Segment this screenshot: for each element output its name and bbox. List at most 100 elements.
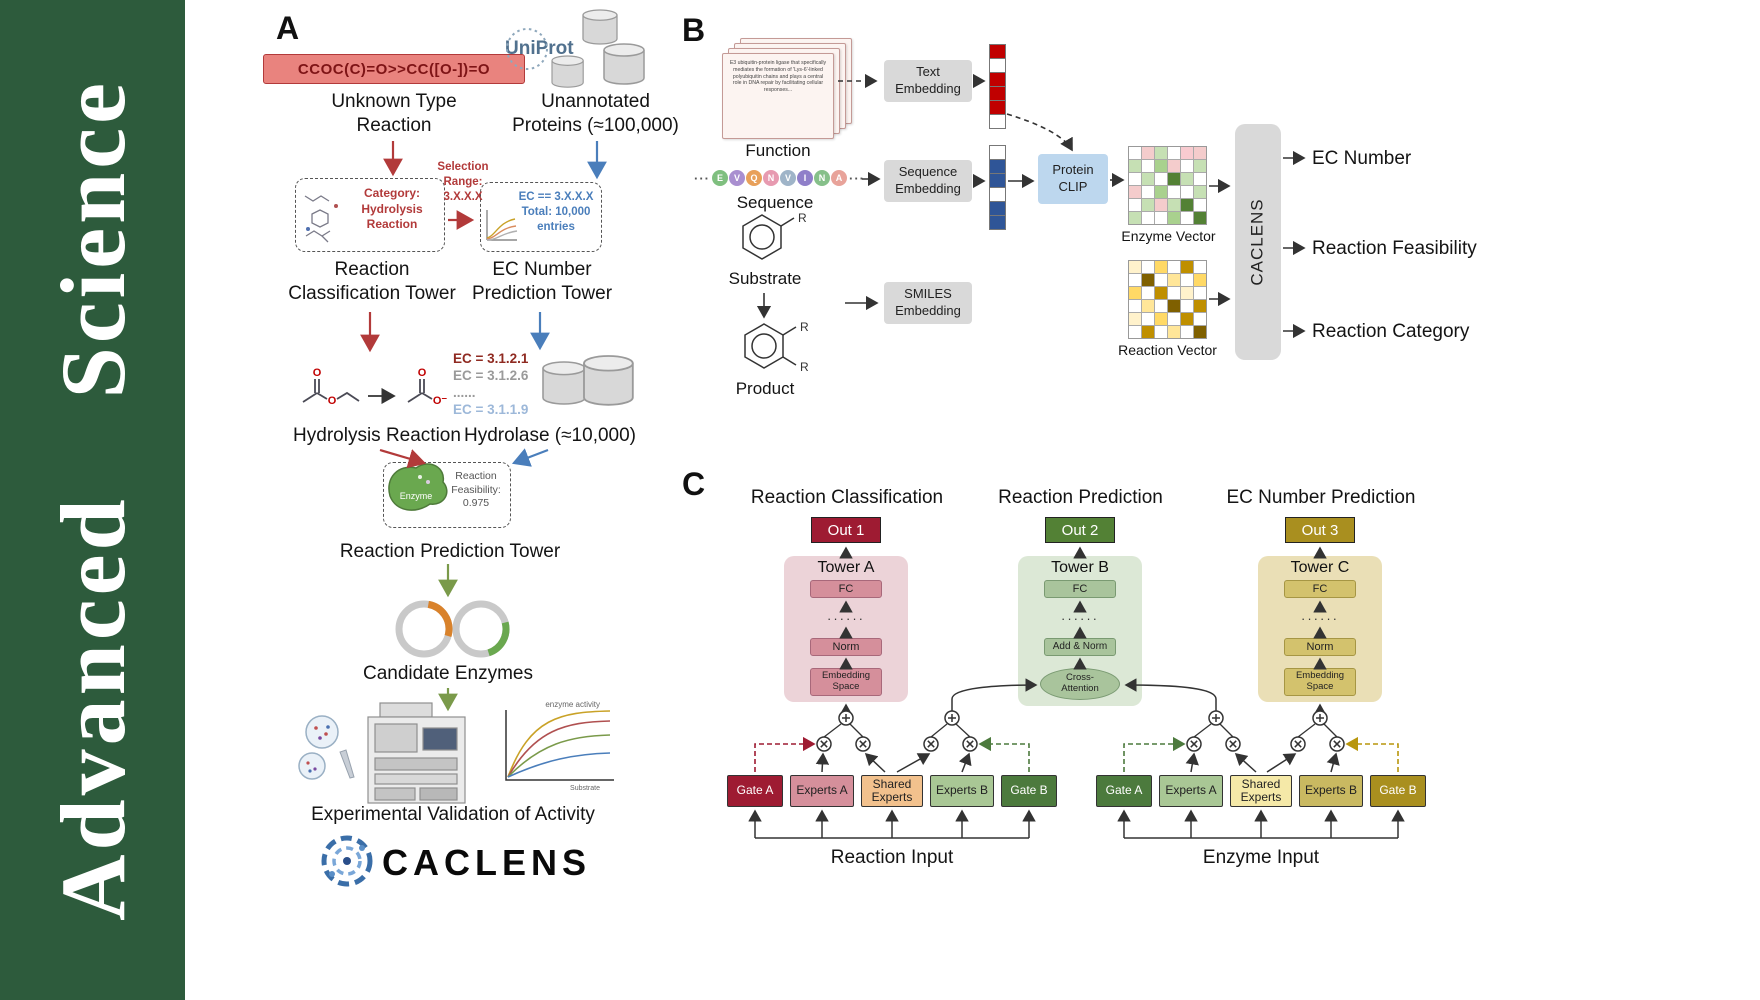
tower-c-title: Tower C xyxy=(1290,559,1350,576)
matrix-cell xyxy=(1194,212,1206,224)
function-card-front: E3 ubiquitin-protein ligase that specifi… xyxy=(722,53,834,139)
plasmid-icons xyxy=(395,600,510,658)
product-molecule xyxy=(744,323,797,369)
journal-band: Advanced Science xyxy=(0,0,185,1000)
matrix-cell xyxy=(1142,261,1154,273)
function-card-text: E3 ubiquitin-protein ligase that specifi… xyxy=(729,60,827,93)
matrix-cell xyxy=(1168,173,1180,185)
matrix-cell xyxy=(1168,199,1180,211)
sum-node xyxy=(1312,710,1328,726)
hplc-instrument-icon xyxy=(367,702,466,804)
matrix-cell xyxy=(1142,274,1154,286)
tower-a-norm-block: Norm xyxy=(810,638,882,656)
matrix-cell xyxy=(1168,313,1180,325)
tower-b-cross-attention-block: Cross- Attention xyxy=(1040,668,1120,700)
sample-dishes-icon xyxy=(298,715,355,780)
moe-box-shared-experts: Shared Experts xyxy=(1230,775,1292,807)
matrix-cell xyxy=(1194,186,1206,198)
enzyme-vector-label: Enzyme Vector xyxy=(1121,228,1216,244)
tower-a-embedding-block: Embedding Space xyxy=(810,668,882,696)
svg-text:O: O xyxy=(418,367,427,379)
tower-b-dots: ······ xyxy=(1061,611,1099,626)
ec-number-list: EC = 3.1.2.1 EC = 3.1.2.6...... EC = 3.1.1… xyxy=(453,350,528,418)
residue-circle: E xyxy=(712,170,728,186)
hydrolysis-reaction-structures: O O O O⁻ xyxy=(302,367,448,407)
caclens-logo-text: CACLENS xyxy=(382,842,592,883)
product-node xyxy=(855,736,871,752)
matrix-cell xyxy=(1181,212,1193,224)
matrix-cell xyxy=(1129,212,1141,224)
reaction-input-label: Reaction Input xyxy=(830,847,954,868)
matrix-cell xyxy=(1181,199,1193,211)
ec-entry: EC = 3.1.2.1 xyxy=(453,351,529,366)
matrix-cell xyxy=(1181,313,1193,325)
matrix-cell xyxy=(1168,160,1180,172)
panel-c-label: C xyxy=(682,466,706,502)
svg-text:O⁻: O⁻ xyxy=(433,395,448,407)
substrate-label: Substrate xyxy=(728,269,802,288)
ec-entry: ...... xyxy=(453,385,476,400)
vector-cell xyxy=(990,45,1005,58)
output-ec-number: EC Number xyxy=(1312,148,1412,169)
svg-text:O: O xyxy=(313,367,322,379)
sum-node xyxy=(838,710,854,726)
matrix-cell xyxy=(1194,300,1206,312)
tower-a-fc-block: FC xyxy=(810,580,882,598)
matrix-cell xyxy=(1181,274,1193,286)
gate-routes xyxy=(754,736,1399,772)
panel-a-label: A xyxy=(276,10,300,46)
caclens-module-box: CACLENS xyxy=(1235,124,1281,360)
matrix-cell xyxy=(1181,261,1193,273)
text-embedding-box: Text Embedding xyxy=(884,60,972,102)
matrix-cell xyxy=(1142,186,1154,198)
matrix-cell xyxy=(1194,274,1206,286)
vector-cell xyxy=(990,101,1005,114)
reaction-vector-matrix xyxy=(1128,260,1207,339)
hydrolase-label: Hydrolase (≈10,000) xyxy=(463,425,636,446)
tower-a-dots: ······ xyxy=(827,611,865,626)
ec-entry: EC = 3.1.1.9 xyxy=(453,402,529,417)
uniprot-logo: UniProt xyxy=(505,38,574,59)
matrix-cell xyxy=(1181,186,1193,198)
smiles-reaction-box: CCOC(C)=O>>CC([O-])=O xyxy=(263,54,525,84)
ec-entry: EC = 3.1.2.6 xyxy=(453,368,529,383)
activity-plot: enzyme activity Substrate xyxy=(505,700,614,792)
matrix-cell xyxy=(1181,147,1193,159)
matrix-cell xyxy=(1129,199,1141,211)
matrix-cell xyxy=(1142,160,1154,172)
prediction-tower-label: Reaction Prediction Tower xyxy=(339,541,561,562)
vector-cell xyxy=(990,188,1005,201)
residue-circle: N xyxy=(763,170,779,186)
matrix-cell xyxy=(1155,300,1167,312)
selection-range-label: Selection Range: 3.X.X.X xyxy=(437,161,489,203)
matrix-cell xyxy=(1129,326,1141,338)
text-embedding-vector xyxy=(989,44,1006,129)
matrix-cell xyxy=(1155,160,1167,172)
function-label: Function xyxy=(745,141,811,160)
moe-box-gate-b: Gate B xyxy=(1370,775,1426,807)
matrix-cell xyxy=(1155,173,1167,185)
product-node xyxy=(1329,736,1345,752)
matrix-cell xyxy=(1155,186,1167,198)
product-label: Product xyxy=(735,379,795,398)
output-reaction-feasibility: Reaction Feasibility xyxy=(1312,238,1477,259)
sequence-embedding-box: Sequence Embedding xyxy=(884,160,972,202)
tower-b: Tower B FC ······ Add & Norm Cross- Atte… xyxy=(1018,556,1142,706)
vector-cell xyxy=(990,146,1005,159)
matrix-cell xyxy=(1142,199,1154,211)
matrix-cell xyxy=(1155,313,1167,325)
smiles-embedding-box: SMILES Embedding xyxy=(884,282,972,324)
matrix-cell xyxy=(1142,313,1154,325)
hydrolase-database-icon xyxy=(542,355,634,406)
residue-circle: N xyxy=(814,170,830,186)
sum-node xyxy=(944,710,960,726)
journal-name: Advanced Science xyxy=(41,79,144,921)
matrix-cell xyxy=(1155,326,1167,338)
enzyme-input-label: Enzyme Input xyxy=(1202,847,1320,868)
sum-node xyxy=(1208,710,1224,726)
matrix-cell xyxy=(1155,199,1167,211)
header-reaction-classification: Reaction Classification xyxy=(750,487,944,508)
